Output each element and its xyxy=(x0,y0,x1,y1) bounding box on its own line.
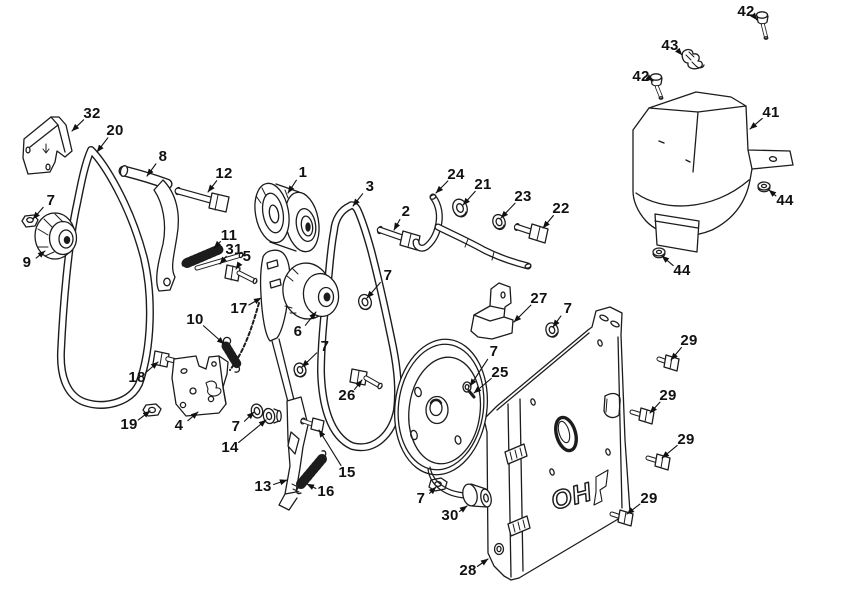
extension-spring-11 xyxy=(181,244,225,268)
flange-nut-7-belt xyxy=(358,293,372,311)
double-pulley-1 xyxy=(254,182,320,253)
hex-bolt-22 xyxy=(513,223,549,244)
hex-bolt-29-b xyxy=(629,407,655,425)
idler-pulley-9 xyxy=(34,212,78,260)
push-nut-44-a xyxy=(757,181,771,193)
leader-line-42 xyxy=(645,74,654,82)
leader-line-29 xyxy=(626,503,641,515)
leader-line-21 xyxy=(462,190,476,206)
leader-lines xyxy=(32,12,777,567)
engine-pulley-25 xyxy=(393,338,489,476)
leader-line-44 xyxy=(768,189,777,197)
leader-line-27 xyxy=(513,304,532,323)
leader-line-7 xyxy=(32,206,44,220)
leader-line-20 xyxy=(96,137,109,153)
leader-line-17 xyxy=(248,297,262,306)
shift-rod-24 xyxy=(412,193,532,270)
shoulder-bolt-42-a xyxy=(755,11,769,40)
drive-belt-3 xyxy=(317,201,403,452)
flat-washer-7-center xyxy=(250,403,264,419)
leader-line-16 xyxy=(306,483,317,490)
bushing-14 xyxy=(262,407,282,425)
leader-line-23 xyxy=(500,202,516,219)
leader-line-29 xyxy=(649,401,661,414)
leader-line-4 xyxy=(187,411,199,422)
leader-line-25 xyxy=(473,377,492,394)
frame-plate-28: OH xyxy=(483,306,631,581)
leader-line-8 xyxy=(146,163,157,177)
bracket-27 xyxy=(470,282,514,340)
leader-line-10 xyxy=(202,325,225,345)
leader-line-43 xyxy=(675,47,683,56)
hex-bolt-12 xyxy=(174,186,230,213)
push-nut-44-b xyxy=(652,247,666,259)
leader-line-1 xyxy=(287,179,297,194)
leader-line-14 xyxy=(238,419,267,444)
leader-line-7 xyxy=(552,315,562,328)
cable-knob-30 xyxy=(427,466,492,508)
hex-bolt-29-c xyxy=(645,453,671,471)
mount-plate-4 xyxy=(171,355,229,417)
bracket-32 xyxy=(22,116,73,175)
leader-line-6 xyxy=(304,311,317,326)
belt-cover-41 xyxy=(632,91,794,253)
hex-bolt-5 xyxy=(224,264,258,285)
leader-line-31 xyxy=(219,255,227,265)
leader-line-7 xyxy=(243,411,255,422)
leader-line-2 xyxy=(393,218,401,231)
hex-bolt-15 xyxy=(300,417,325,433)
shoulder-bolt-26 xyxy=(349,368,383,390)
spring-pin-31 xyxy=(194,251,244,271)
flange-nut-7-lever xyxy=(293,362,307,378)
leader-line-11 xyxy=(213,240,222,249)
leader-line-12 xyxy=(207,180,218,193)
leader-line-7 xyxy=(301,352,318,368)
leader-line-18 xyxy=(145,361,159,374)
leader-line-29 xyxy=(670,346,682,361)
idler-arm-8 xyxy=(118,165,179,292)
leader-line-5 xyxy=(235,261,243,270)
clutch-lever-17 xyxy=(229,249,295,403)
leader-line-7 xyxy=(366,281,381,299)
flange-nut-23 xyxy=(492,213,506,231)
shoulder-bolt-42-b xyxy=(649,73,664,100)
carriage-bolt-7-pulley xyxy=(462,381,476,399)
retainer-clip-43 xyxy=(681,48,705,70)
leader-line-44 xyxy=(661,255,674,267)
leader-line-32 xyxy=(71,119,85,132)
leader-line-29 xyxy=(661,444,678,459)
hex-bolt-29-a xyxy=(656,354,680,372)
leader-line-7 xyxy=(469,358,489,387)
drive-belt-20 xyxy=(56,146,154,409)
leader-line-26 xyxy=(353,379,363,390)
leader-line-15 xyxy=(318,429,342,467)
leader-line-42 xyxy=(750,12,758,21)
leader-line-3 xyxy=(352,193,364,207)
leader-line-9 xyxy=(35,250,46,259)
extension-spring-16 xyxy=(295,450,327,495)
leader-line-13 xyxy=(273,479,288,486)
leader-line-41 xyxy=(749,117,763,130)
leader-line-24 xyxy=(435,180,449,194)
leader-line-7 xyxy=(428,486,437,495)
leader-line-22 xyxy=(542,214,554,229)
flange-nut-7-right xyxy=(545,322,559,338)
leader-line-28 xyxy=(476,558,489,567)
leader-line-30 xyxy=(458,505,468,513)
link-arm-13 xyxy=(278,396,309,511)
leader-line-19 xyxy=(137,410,151,421)
